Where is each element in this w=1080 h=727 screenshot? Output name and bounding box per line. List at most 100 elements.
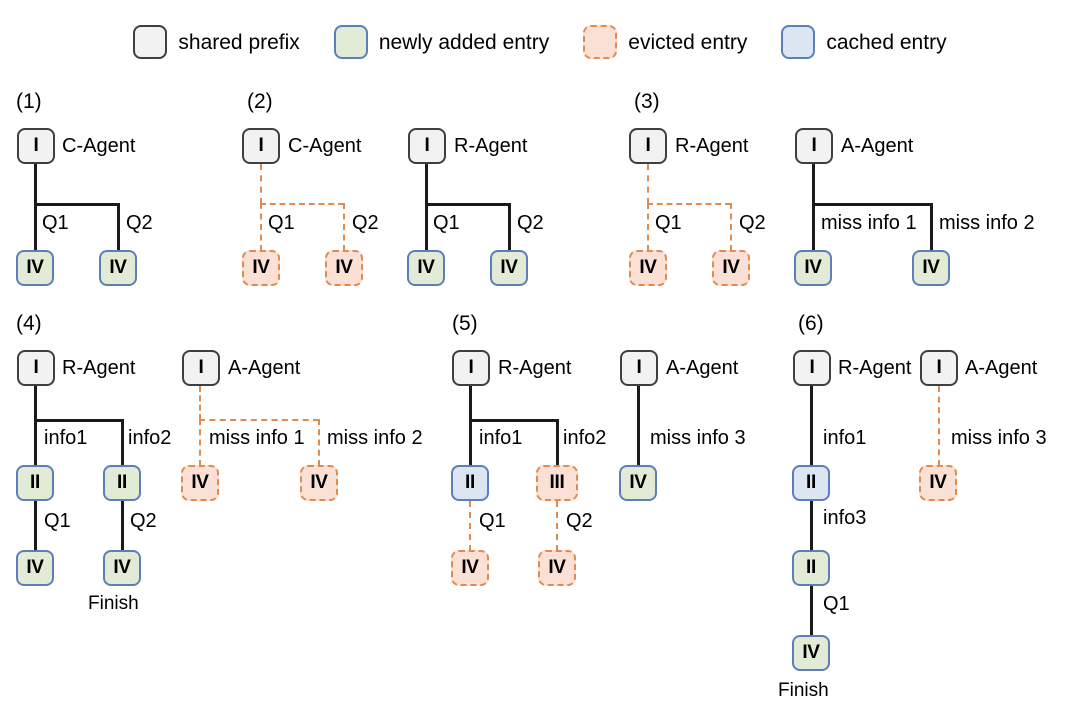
panel-5-node-root-r: I [452,350,490,386]
legend-swatch-cached-entry [781,25,816,59]
panel-6-agent-label-1: A-Agent [965,357,1038,379]
panel-1-node-leaf-left: IV [16,250,54,286]
panel-1-edge-right-leg [117,203,120,251]
panel-2-edge-left-leg-dashed [260,203,262,251]
panel-3-edge-left-leg-dashed [647,203,649,251]
panel-2-node-root-c: I [242,128,280,164]
panel-4-edge-right-leg [121,419,124,466]
panel-2b-node-leaf-right: IV [490,250,528,286]
panel-2-agent-label-1: R-Agent [454,135,528,157]
panel-3b-node-leaf-right: IV [912,250,950,286]
legend-item-shared-prefix: shared prefix [133,25,300,59]
legend-label-shared-prefix: shared prefix [178,30,300,54]
panel-2-node-leaf-right-evicted: IV [325,250,363,286]
panel-5-node-leaf-left-evicted: IV [451,550,489,586]
panel-6-edge-label-info1: info1 [823,427,867,449]
panel-4-edge-label-q1: Q1 [44,510,71,532]
panel-4b-edge-label-miss2: miss info 2 [327,427,423,449]
panel-6-edge-label-info3: info3 [823,507,867,529]
panel-3b-edge-label-miss1: miss info 1 [821,212,917,234]
panel-4-agent-label-1: A-Agent [228,357,301,379]
panel-1-node-leaf-right: IV [99,250,137,286]
panel-5-edge-branch-bar [469,419,557,422]
panel-3-edge-root-stem-dashed [647,164,649,204]
panel-4-node-root-r: I [17,350,55,386]
panel-3-node-root-a: I [795,128,833,164]
panel-6-edge-two-to-two [810,501,813,551]
panel-5-edge-label-q2: Q2 [566,510,593,532]
panel-4b-node-leaf-right-evicted: IV [300,465,338,501]
panel-3b-edge-right-leg [930,203,933,251]
panel-3b-edge-left-leg [812,203,815,251]
legend-item-cached-entry: cached entry [781,25,947,59]
panel-4b-edge-left-leg-dashed [199,419,201,466]
panel-5-edge-right-lower-dashed [556,501,558,551]
panel-4-edge-label-q2: Q2 [130,510,157,532]
panel-6b-edge-label-miss3: miss info 3 [951,427,1047,449]
panel-2b-node-leaf-left: IV [407,250,445,286]
panel-2-edge-right-leg-dashed [343,203,345,251]
panel-6-agent-label-0: R-Agent [838,357,912,379]
panel-3b-edge-branch-bar [812,203,931,206]
panel-1-edge-branch-bar [34,203,118,206]
panel-3-edge-label-q2: Q2 [739,212,766,234]
panel-4-agent-label-0: R-Agent [62,357,136,379]
legend-swatch-shared-prefix [133,25,168,59]
panel-6-edge-root-to-two [810,386,813,466]
panel-1-edge-left-leg [34,203,37,251]
panel-3-index: (3) [634,90,660,113]
panel-3b-node-leaf-left: IV [794,250,832,286]
legend: shared prefix newly added entry evicted … [0,18,1080,66]
panel-6-edge-label-q1: Q1 [823,593,850,615]
panel-4-edge-branch-bar [34,419,122,422]
panel-2b-edge-root-stem [425,164,428,204]
panel-5b-edge-stem [637,386,640,466]
panel-4-node-mid-right: II [103,465,141,501]
panel-3-edge-label-q1: Q1 [655,212,682,234]
panel-1-edge-root-stem [34,164,37,204]
panel-4-finish-label: Finish [88,593,139,614]
panel-6b-edge-stem-dashed [938,386,940,466]
panel-6-edge-two-to-four [810,586,813,636]
panel-3-agent-label-0: R-Agent [675,135,749,157]
panel-3-node-leaf-right-evicted: IV [712,250,750,286]
panel-6-node-root-a: I [920,350,958,386]
panel-4-node-root-a: I [182,350,220,386]
panel-6-node-two-new: II [792,550,830,586]
panel-4b-edge-root-stem-dashed [199,386,201,420]
panel-6-index: (6) [798,312,824,335]
legend-label-cached-entry: cached entry [826,30,947,54]
panel-3b-edge-root-stem [812,164,815,204]
panel-2b-edge-right-leg [508,203,511,251]
panel-1-node-root: I [17,128,55,164]
panel-4-edge-right-lower [121,501,124,551]
legend-label-evicted-entry: evicted entry [628,30,748,54]
panel-3-edge-right-leg-dashed [730,203,732,251]
panel-4-edge-label-info1: info1 [44,427,88,449]
panel-4b-edge-branch-bar-dashed [199,419,319,421]
panel-4b-edge-label-miss1: miss info 1 [209,427,305,449]
panel-5-edge-left-leg [469,419,472,466]
legend-item-evicted-entry: evicted entry [583,25,747,59]
panel-4b-edge-right-leg-dashed [318,419,320,466]
panel-1-edge-label-q2: Q2 [126,212,153,234]
panel-2b-edge-label-q1: Q1 [433,212,460,234]
panel-3b-edge-label-miss2: miss info 2 [939,212,1035,234]
panel-4-node-leaf-right: IV [103,550,141,586]
panel-4-edge-root-stem [34,386,37,420]
panel-2-edge-label-q2: Q2 [352,212,379,234]
panel-2-index: (2) [247,90,273,113]
panel-4-node-mid-left: II [16,465,54,501]
panel-1-edge-label-q1: Q1 [42,212,69,234]
panel-4-index: (4) [16,312,42,335]
panel-5-edge-right-leg [556,419,559,466]
legend-label-newly-added-entry: newly added entry [378,30,550,54]
legend-item-newly-added-entry: newly added entry [333,25,550,59]
panel-2-node-leaf-left-evicted: IV [242,250,280,286]
panel-5-edge-root-stem [469,386,472,420]
panel-4-edge-left-lower [34,501,37,551]
panel-5-edge-label-info2: info2 [563,427,607,449]
panel-2b-edge-label-q2: Q2 [517,212,544,234]
panel-2-edge-label-q1: Q1 [268,212,295,234]
